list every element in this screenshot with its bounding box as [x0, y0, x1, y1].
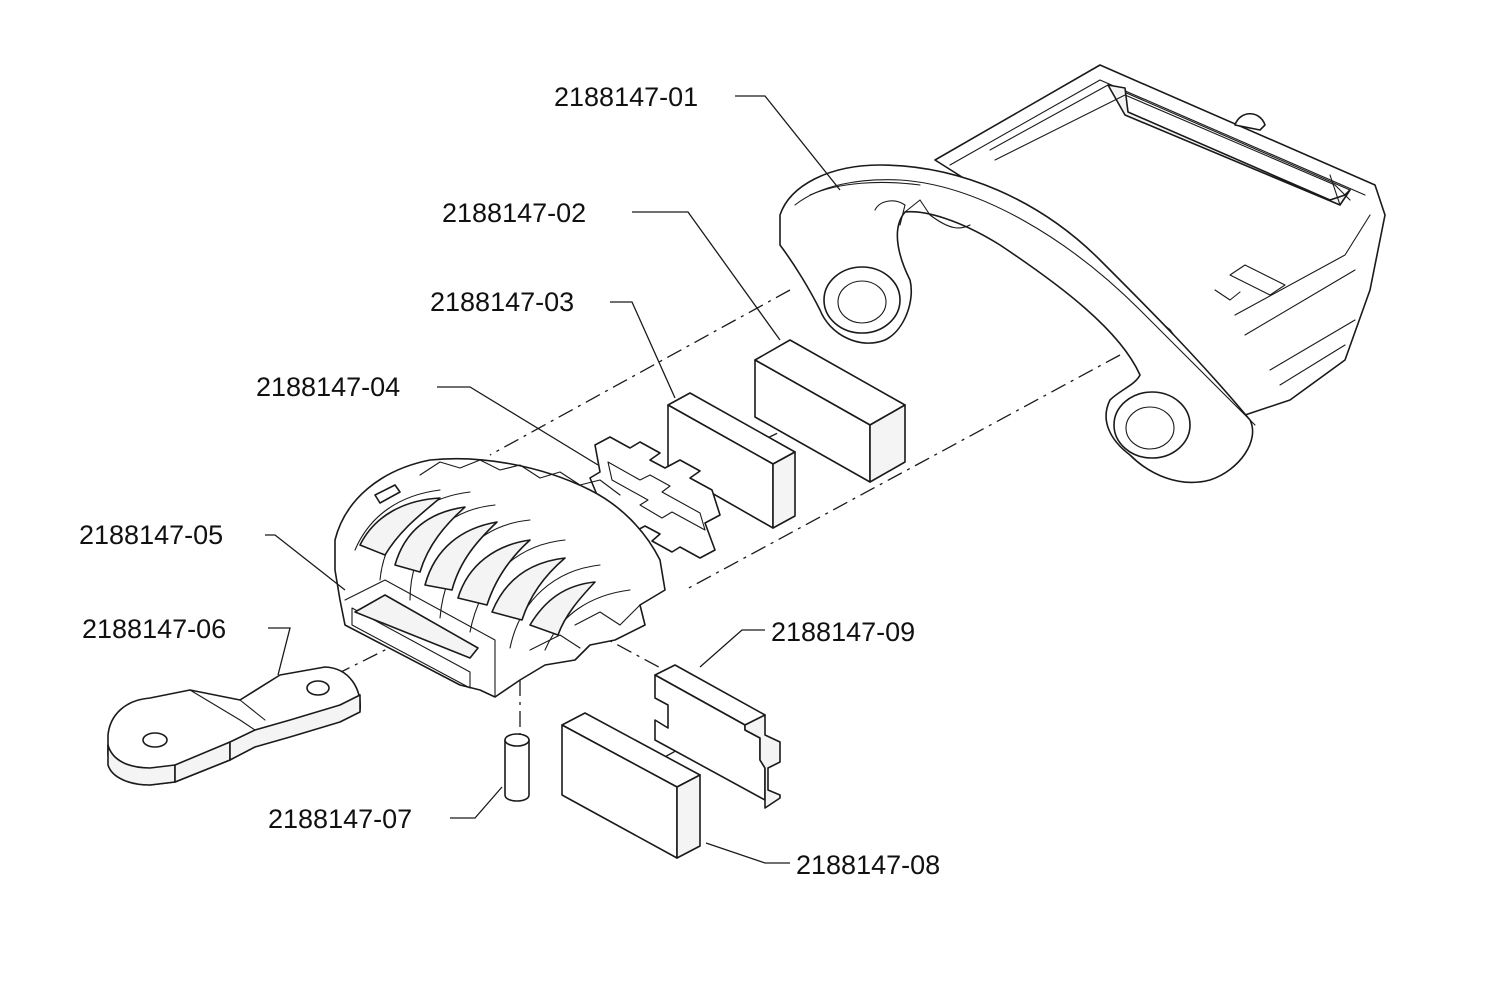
label-part-07: 2188147-07 — [268, 804, 412, 834]
label-part-04: 2188147-04 — [256, 372, 400, 402]
label-part-02: 2188147-02 — [442, 198, 586, 228]
notched-plate-icon — [654, 664, 781, 809]
housing-icon — [779, 64, 1386, 484]
label-part-09: 2188147-09 — [771, 617, 915, 647]
part-labels: 2188147-01 2188147-02 2188147-03 2188147… — [79, 82, 940, 880]
housing-ring-bottom — [1113, 391, 1191, 459]
label-part-06: 2188147-06 — [82, 614, 226, 644]
label-part-05: 2188147-05 — [79, 520, 223, 550]
terminal-tab-icon — [107, 666, 361, 786]
housing-ring-top — [823, 266, 901, 334]
label-part-01: 2188147-01 — [554, 82, 698, 112]
ribbed-carrier-icon — [334, 457, 666, 698]
leader-lines — [265, 95, 841, 864]
medium-block-icon — [667, 392, 796, 529]
small-block-icon — [561, 712, 701, 859]
pin-icon — [504, 733, 530, 802]
label-part-08: 2188147-08 — [796, 850, 940, 880]
large-block-icon — [754, 339, 906, 483]
label-part-03: 2188147-03 — [430, 287, 574, 317]
